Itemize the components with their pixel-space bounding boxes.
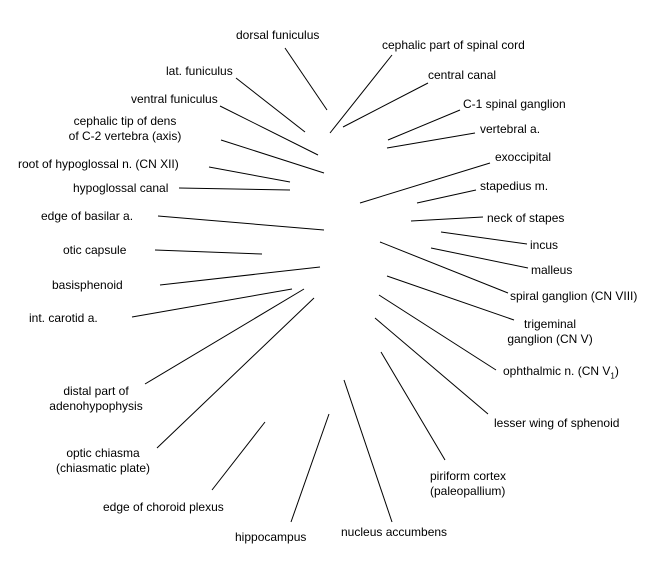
leader-root-hypoglossal <box>208 166 291 183</box>
label-distal-adeno-line1: distal part of <box>63 384 129 398</box>
leader-lesser-wing-sphenoid <box>374 317 489 415</box>
leader-cephalic-part-spinal-cord <box>329 54 393 134</box>
label-cephalic-tip-dens: cephalic tip of dens of C-2 vertebra (ax… <box>50 114 200 144</box>
label-ophthalmic-n: ophthalmic n. (CN V1) <box>503 364 619 383</box>
label-ophthalmic-n-main: ophthalmic n. (CN V <box>503 364 611 378</box>
label-incus: incus <box>530 238 559 252</box>
leader-incus <box>440 231 528 245</box>
label-edge-choroid-plexus: edge of choroid plexus <box>103 500 224 514</box>
label-dorsal-funiculus: dorsal funiculus <box>236 28 320 42</box>
label-nucleus-accumbens: nucleus accumbens <box>341 525 448 539</box>
leader-piriform-cortex <box>380 351 446 461</box>
label-central-canal: central canal <box>428 68 497 82</box>
label-piriform-line2: (paleopallium) <box>430 484 506 498</box>
leader-exoccipital <box>359 162 491 204</box>
label-distal-adeno-line2: adenohypophysis <box>49 399 143 413</box>
leader-c1-spinal-ganglion <box>387 109 461 141</box>
leader-dorsal-funiculus <box>284 47 328 111</box>
leader-vertebral-a <box>386 132 476 149</box>
label-int-carotid-a: int. carotid a. <box>29 311 98 325</box>
label-malleus: malleus <box>531 263 573 277</box>
label-edge-basilar-a: edge of basilar a. <box>41 209 134 223</box>
label-optic-chiasma: optic chiasma (chiasmatic plate) <box>38 446 168 476</box>
leader-distal-adenohypophysis <box>144 288 305 385</box>
leader-ophthalmic-n <box>378 294 497 371</box>
label-exoccipital: exoccipital <box>495 150 552 164</box>
label-otic-capsule: otic capsule <box>63 243 127 257</box>
leader-edge-choroid-plexus <box>211 421 266 491</box>
leader-nucleus-accumbens <box>343 379 393 523</box>
leader-spiral-ganglion <box>379 241 509 294</box>
label-basisphenoid: basisphenoid <box>52 278 123 292</box>
label-optic-chiasma-line2: (chiasmatic plate) <box>55 461 151 475</box>
label-cephalic-tip-dens-line1: cephalic tip of dens <box>73 114 177 128</box>
label-ophthalmic-n-end: ) <box>614 364 619 378</box>
label-trigeminal-line1: trigeminal <box>523 317 577 331</box>
leader-central-canal <box>342 82 429 128</box>
label-optic-chiasma-line1: optic chiasma <box>66 446 140 460</box>
leader-ventral-funiculus <box>219 105 319 156</box>
label-vertebral-a: vertebral a. <box>480 122 541 136</box>
label-lesser-wing-sphenoid: lesser wing of sphenoid <box>494 416 620 430</box>
leader-hypoglossal-canal <box>178 187 291 191</box>
label-hippocampus: hippocampus <box>235 530 307 544</box>
leader-trigeminal-ganglion <box>386 275 515 321</box>
label-ventral-funiculus: ventral funiculus <box>131 92 218 106</box>
leader-basisphenoid <box>159 266 321 286</box>
leader-malleus <box>430 247 529 269</box>
label-neck-of-stapes: neck of stapes <box>487 211 565 225</box>
label-trigeminal-ganglion: trigeminal ganglion (CN V) <box>500 317 600 347</box>
label-spiral-ganglion: spiral ganglion (CN VIII) <box>510 289 638 303</box>
label-piriform-cortex: piriform cortex (paleopallium) <box>430 469 506 499</box>
label-trigeminal-line2: ganglion (CN V) <box>507 332 593 346</box>
leader-cephalic-tip-dens <box>220 139 325 174</box>
leader-lat-funiculus <box>235 77 306 133</box>
leader-int-carotid-a <box>131 288 293 318</box>
leader-optic-chiasma <box>156 297 315 449</box>
leader-edge-basilar-a <box>157 215 325 231</box>
label-hypoglossal-canal: hypoglossal canal <box>73 181 169 195</box>
label-cephalic-tip-dens-line2: of C-2 vertebra (axis) <box>68 129 182 143</box>
label-lat-funiculus: lat. funiculus <box>166 64 233 78</box>
leader-neck-of-stapes <box>410 216 484 222</box>
label-ophthalmic-n-subscript: 1 <box>610 371 615 381</box>
leader-hippocampus <box>290 413 330 523</box>
label-root-hypoglossal: root of hypoglossal n. (CN XII) <box>18 157 179 171</box>
leader-stapedius-m <box>416 189 477 204</box>
leader-otic-capsule <box>154 249 263 255</box>
label-c1-spinal-ganglion: C-1 spinal ganglion <box>463 97 566 111</box>
label-piriform-line1: piriform cortex <box>430 469 507 483</box>
label-stapedius-m: stapedius m. <box>480 179 549 193</box>
label-distal-adenohypophysis: distal part of adenohypophysis <box>36 384 156 414</box>
label-cephalic-part-spinal-cord: cephalic part of spinal cord <box>382 38 525 52</box>
